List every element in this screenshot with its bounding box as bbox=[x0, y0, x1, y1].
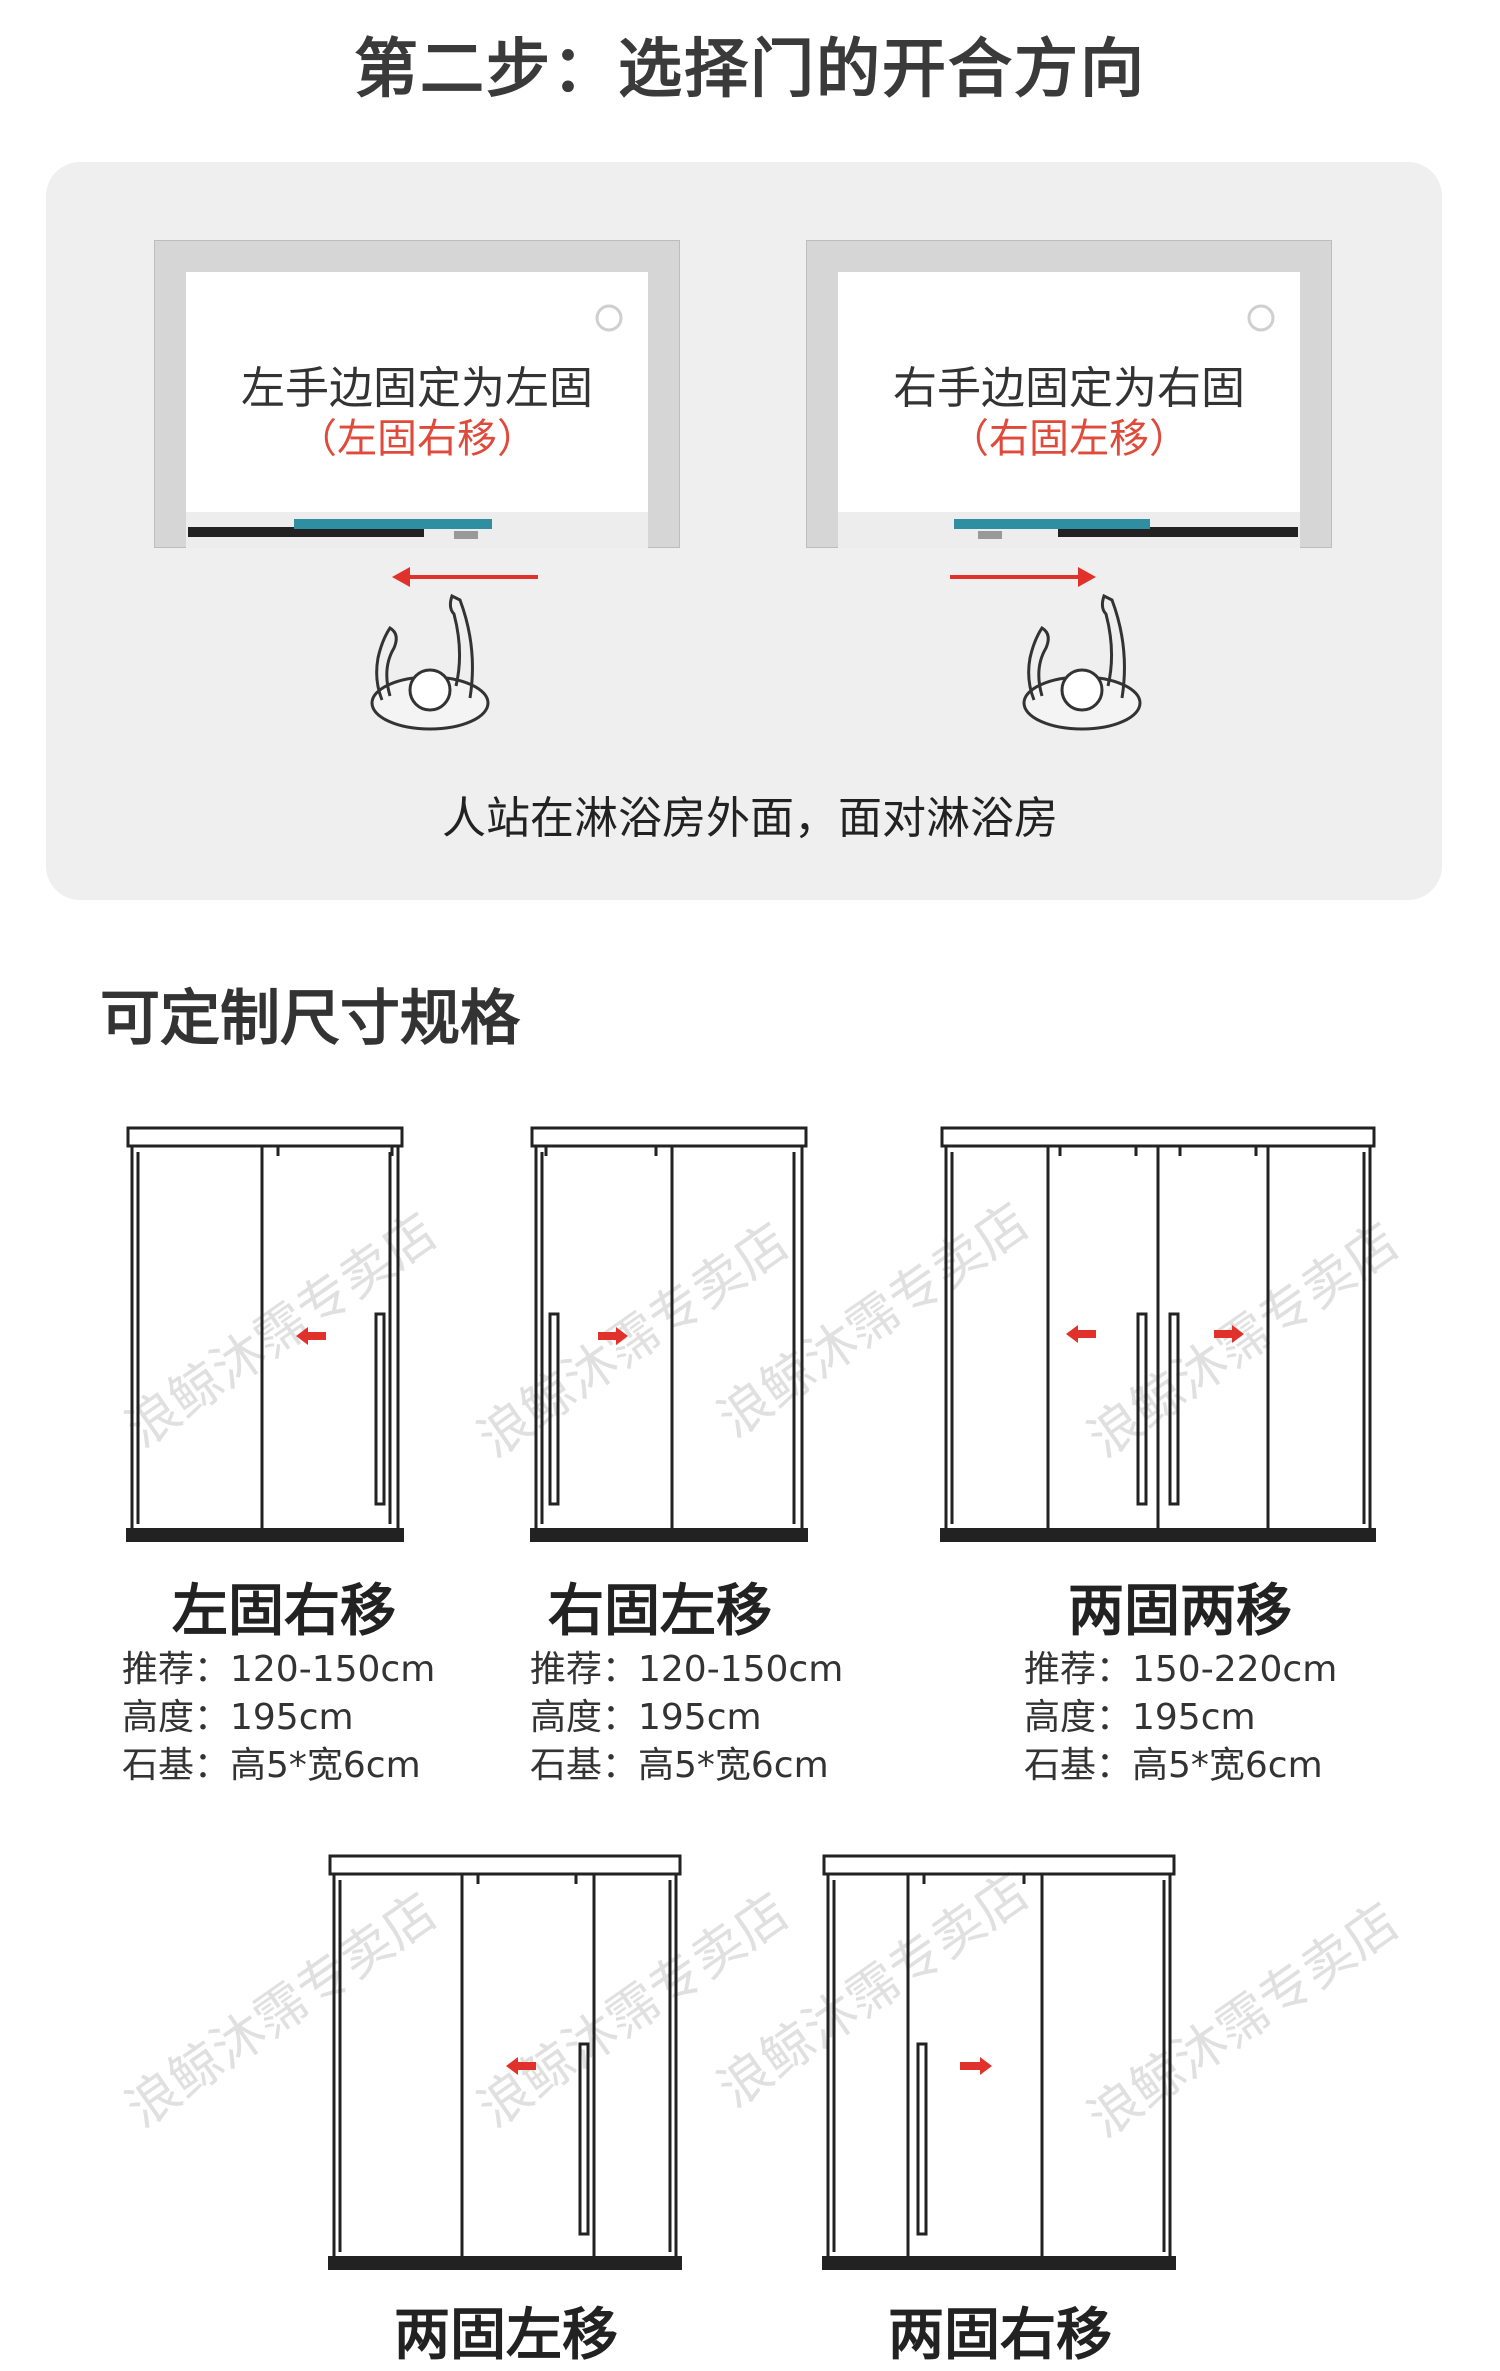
door-name: 两固左移 bbox=[394, 2303, 618, 2368]
spec-recommend: 推荐：120-150cm bbox=[530, 1649, 844, 1690]
door-specs: 推荐：150-220cm 高度：195cm 石基：高5*宽6cm bbox=[1024, 1646, 1337, 1790]
arrow-left-icon bbox=[392, 567, 538, 587]
plan-left-sub: （左固右移） bbox=[297, 416, 537, 462]
spec-recommend: 推荐：150-220cm bbox=[1024, 1649, 1338, 1690]
door-name: 两固右移 bbox=[888, 2303, 1112, 2368]
spec-height: 高度：195cm bbox=[530, 1697, 762, 1738]
door-specs: 推荐：120-150cm 高度：195cm 石基：高5*宽6cm bbox=[122, 1646, 435, 1790]
spec-height: 高度：195cm bbox=[1024, 1697, 1256, 1738]
door-name: 两固两移 bbox=[1068, 1579, 1292, 1644]
door-name: 左固右移 bbox=[172, 1579, 396, 1644]
section-title: 可定制尺寸规格 bbox=[100, 984, 520, 1054]
step-title: 第二步：选择门的开合方向 bbox=[354, 33, 1146, 107]
door-diagram-right-fixed bbox=[530, 1126, 808, 1542]
spec-base: 石基：高5*宽6cm bbox=[530, 1745, 829, 1786]
spec-base: 石基：高5*宽6cm bbox=[122, 1745, 421, 1786]
person-top-view-icon bbox=[1022, 593, 1142, 731]
spec-recommend: 推荐：120-150cm bbox=[122, 1649, 436, 1690]
door-diagram-two-fixed-right-move bbox=[822, 1854, 1176, 2270]
plan-right-sub: （右固左移） bbox=[949, 416, 1189, 462]
floor-plan-right-fixed bbox=[806, 240, 1332, 548]
door-specs: 推荐：120-150cm 高度：195cm 石基：高5*宽6cm bbox=[530, 1646, 843, 1790]
floor-plan-left-fixed bbox=[154, 240, 680, 548]
door-name: 右固左移 bbox=[548, 1579, 772, 1644]
door-diagram-left-fixed bbox=[126, 1126, 404, 1542]
plan-left-label: 左手边固定为左固 bbox=[241, 363, 593, 414]
spec-height: 高度：195cm bbox=[122, 1697, 354, 1738]
stand-instruction: 人站在淋浴房外面，面对淋浴房 bbox=[442, 793, 1058, 844]
plan-right-label: 右手边固定为右固 bbox=[893, 363, 1245, 414]
arrow-right-icon bbox=[950, 567, 1096, 587]
spec-base: 石基：高5*宽6cm bbox=[1024, 1745, 1323, 1786]
door-diagram-two-fixed-two-move bbox=[940, 1126, 1376, 1542]
door-diagram-two-fixed-left-move bbox=[328, 1854, 682, 2270]
person-top-view-icon bbox=[370, 593, 490, 731]
